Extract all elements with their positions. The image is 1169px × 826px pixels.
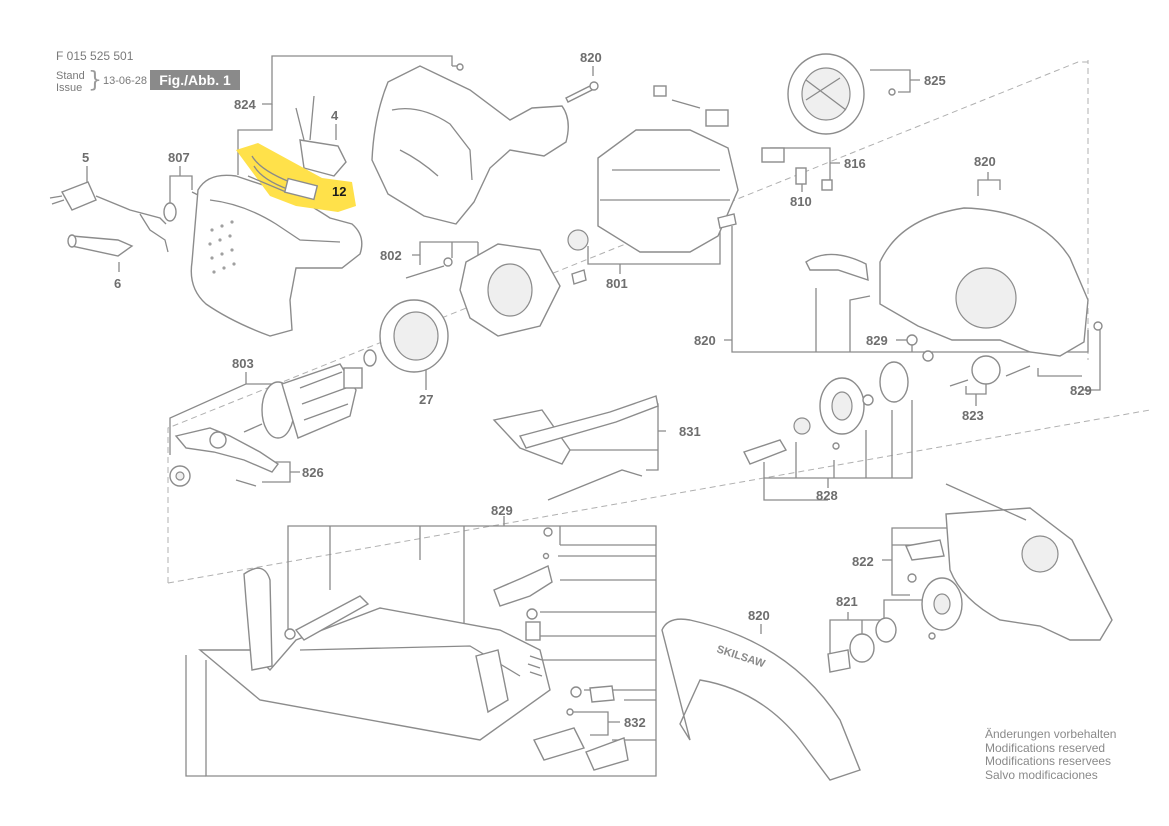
upper-blade-guard-part <box>805 207 1103 362</box>
stand-label: Stand <box>56 70 85 82</box>
blade-wrench-part <box>169 427 280 487</box>
callout-821: 821 <box>836 594 858 609</box>
callout-5: 5 <box>82 150 89 165</box>
callout-820-middle: 820 <box>694 333 716 348</box>
callout-829-bottom: 829 <box>491 503 513 518</box>
handle-housing-part <box>190 174 363 337</box>
callout-832: 832 <box>624 715 646 730</box>
retractable-guard-part <box>905 483 1113 641</box>
modifications-note: Änderungen vorbehalten Modifications res… <box>985 727 1117 782</box>
depth-lever-part <box>533 685 629 771</box>
base-plate-part <box>198 567 551 741</box>
highlighted-part-12[interactable] <box>236 143 356 212</box>
callout-803: 803 <box>232 356 254 371</box>
field-coil-part <box>405 243 587 337</box>
blade-washer-part <box>827 577 963 673</box>
note-line: Modifications reserved <box>985 740 1106 755</box>
dashed-boundaries <box>167 60 1151 584</box>
callout-816: 816 <box>844 156 866 171</box>
spindle-assembly-part <box>743 361 909 465</box>
callout-820-bottom: 820 <box>748 608 770 623</box>
callout-829-right: 829 <box>1070 383 1092 398</box>
note-line: Änderungen vorbehalten <box>985 727 1117 741</box>
baffle-ring-part <box>363 299 449 373</box>
callout-824: 824 <box>234 97 256 112</box>
leader-lines <box>86 55 1101 777</box>
figure-badge: Fig./Abb. 1 <box>150 70 240 90</box>
callout-810: 810 <box>790 194 812 209</box>
issue-date: 13-06-28 <box>103 75 148 87</box>
field-housing-part <box>567 129 739 253</box>
bearing-part <box>949 355 1031 387</box>
part-drawings <box>49 53 1113 781</box>
screw-part <box>452 63 599 103</box>
issue-label: Issue <box>56 82 83 94</box>
note-line: Modifications reservees <box>985 754 1112 768</box>
rip-fence-part <box>492 395 659 501</box>
callout-27: 27 <box>419 392 433 407</box>
callout-4: 4 <box>331 108 339 123</box>
callout-823: 823 <box>962 408 984 423</box>
callout-807: 807 <box>168 150 190 165</box>
callout-12: 12 <box>332 184 346 199</box>
callout-labels: 824 4 12 5 807 6 820 825 816 810 820 802… <box>82 50 1092 730</box>
callout-6: 6 <box>114 276 121 291</box>
callout-822: 822 <box>852 554 874 569</box>
callout-801: 801 <box>606 276 628 291</box>
callout-828: 828 <box>816 488 838 503</box>
brace-glyph: } <box>88 68 102 93</box>
carbon-brush-part <box>653 85 833 191</box>
motor-housing-part <box>371 65 569 225</box>
callout-820-top: 820 <box>580 50 602 65</box>
switch-part <box>295 95 347 177</box>
document-number: F 015 525 501 <box>56 49 134 63</box>
callout-802: 802 <box>380 248 402 263</box>
callout-829-middle: 829 <box>866 333 888 348</box>
callout-831: 831 <box>679 424 701 439</box>
highlight-marker <box>236 143 356 212</box>
aux-handle-part <box>67 234 134 257</box>
stand-issue-labels: Stand Issue <box>56 70 85 94</box>
lower-blade-guard-part <box>661 618 861 781</box>
callout-826: 826 <box>302 465 324 480</box>
bevel-bracket-part <box>475 527 553 714</box>
callout-825: 825 <box>924 73 946 88</box>
end-cap-part <box>787 53 896 135</box>
callout-820-right: 820 <box>974 154 996 169</box>
power-cord-part <box>49 181 169 253</box>
note-line: Salvo modificaciones <box>985 767 1098 782</box>
armature-part <box>243 363 363 439</box>
